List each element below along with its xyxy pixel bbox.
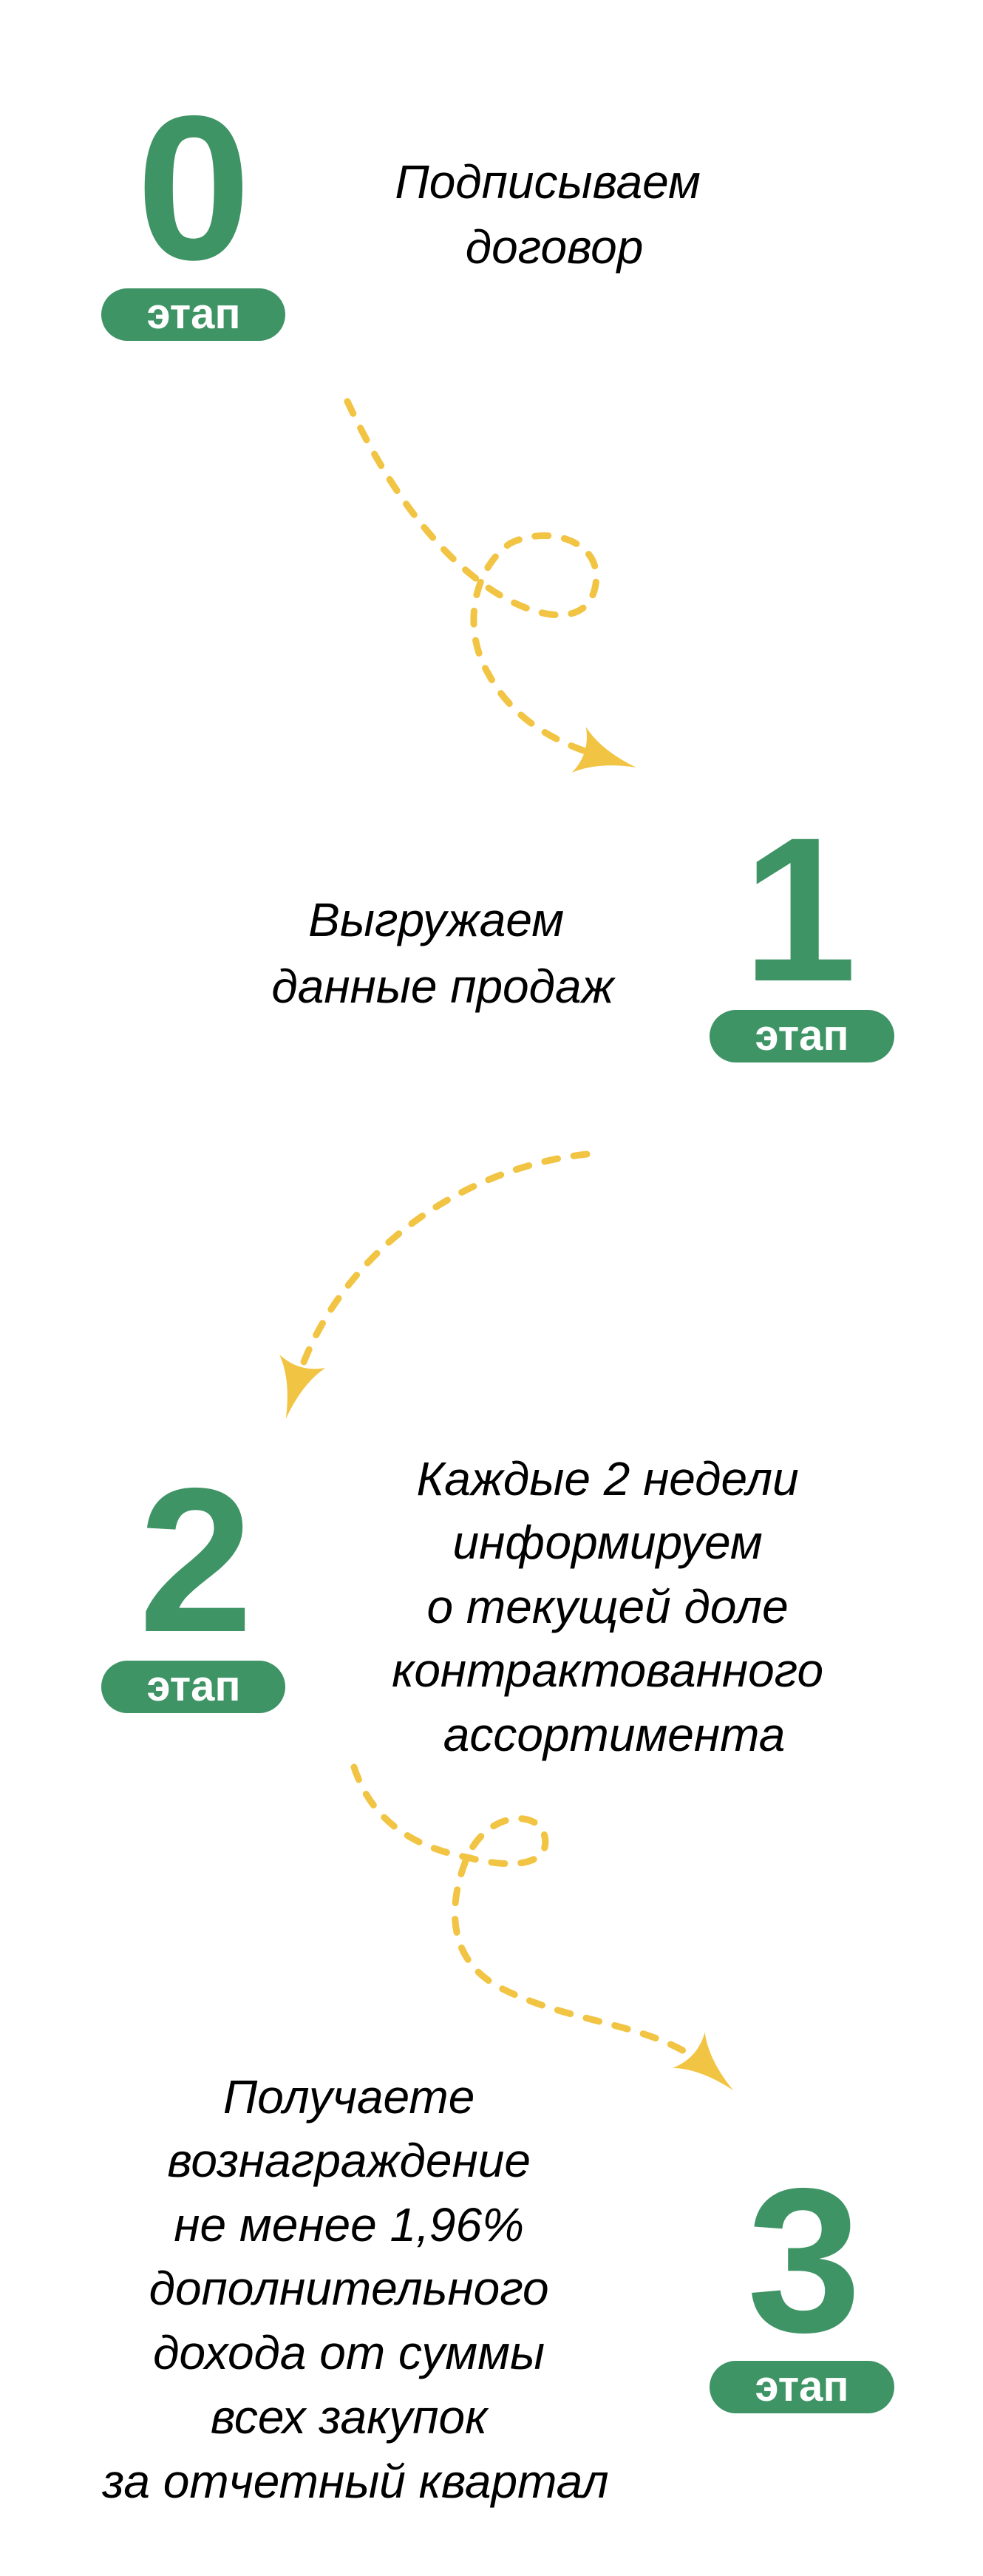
stage-badge: этап: [101, 1661, 285, 1713]
arrow-curve-icon: [279, 1150, 591, 1419]
stage-badge: этап: [101, 288, 285, 341]
stage-badge-label: этап: [755, 2362, 849, 2410]
stage-badge: этап: [710, 1010, 894, 1062]
stage-3: 3 этап Получаете вознаграждение не менее…: [101, 2070, 894, 2508]
stage-description: Подписываем договор: [395, 155, 713, 274]
stage-description: Выгружаем данные продаж: [271, 893, 616, 1013]
stage-number: 2: [139, 1445, 254, 1675]
stage-badge-label: этап: [755, 1011, 849, 1060]
stage-number: 3: [747, 2145, 862, 2375]
stage-0: 0 этап Подписываем договор: [101, 72, 713, 341]
stage-description: Каждые 2 недели информируем о текущей до…: [392, 1452, 837, 1761]
stage-1: 1 этап Выгружаем данные продаж: [271, 794, 894, 1062]
stage-badge-label: этап: [147, 1662, 241, 1710]
stage-badge: этап: [710, 2361, 894, 2413]
stage-badge-label: этап: [147, 290, 241, 338]
arrow-loop-icon: [344, 398, 636, 773]
stage-description: Получаете вознаграждение не менее 1,96% …: [101, 2070, 608, 2508]
stage-2: 2 этап Каждые 2 недели информируем о тек…: [101, 1445, 837, 1761]
stage-number: 1: [743, 794, 857, 1024]
stage-number: 0: [137, 72, 251, 302]
arrow-loop-icon: [350, 1763, 734, 2091]
